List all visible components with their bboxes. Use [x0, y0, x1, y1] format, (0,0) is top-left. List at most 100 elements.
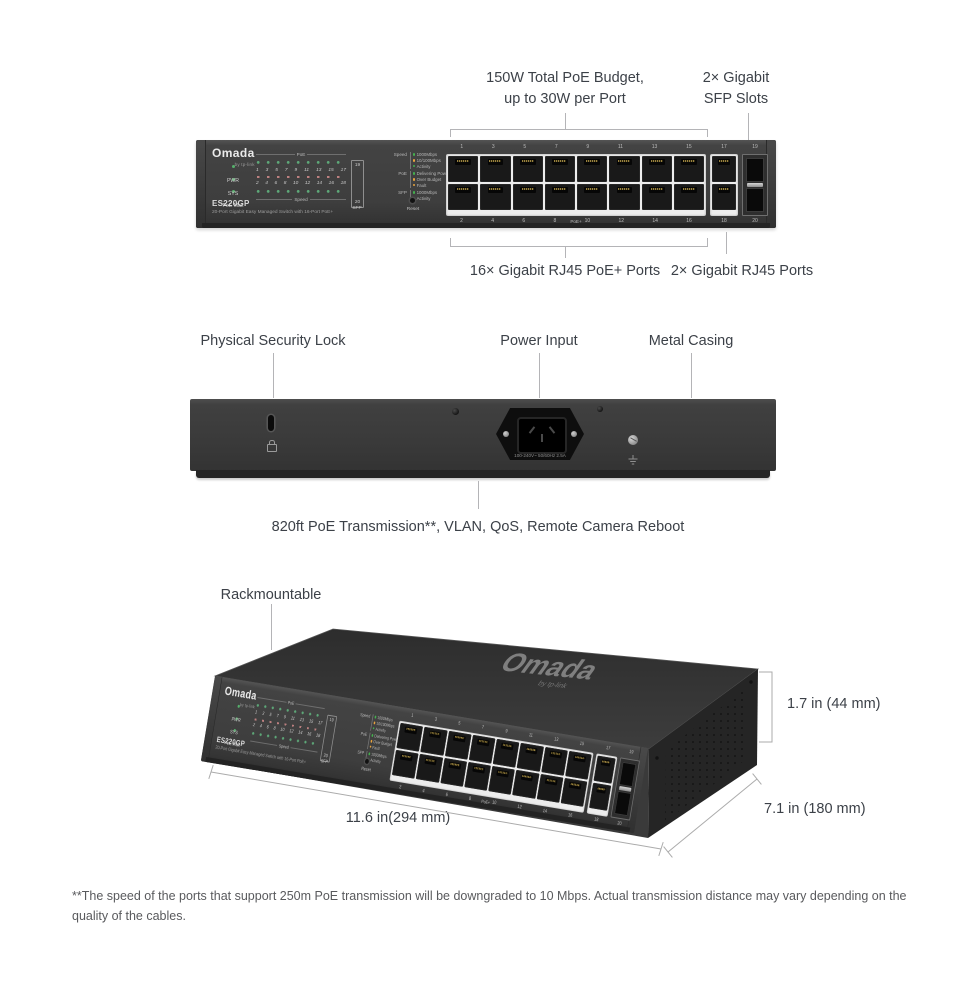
kensington-lock-slot: [268, 415, 274, 431]
status-led-label: PoE Max: [222, 203, 244, 209]
port-number: 11: [528, 732, 534, 739]
legend-item-label: Activity: [369, 757, 382, 765]
poe-plus-marking: PoE+: [570, 218, 582, 224]
model-name: ES220GP: [212, 199, 250, 208]
rj45-port[interactable]: [540, 746, 568, 776]
callout-line: [691, 353, 692, 398]
sfp-slot-20[interactable]: [614, 790, 632, 817]
rj45-port[interactable]: [512, 769, 540, 799]
ground-symbol-icon: [628, 455, 638, 465]
rj45-port[interactable]: [480, 156, 511, 182]
rj45-port[interactable]: [444, 730, 472, 760]
legend-led-dot: [412, 164, 416, 168]
rj45-port[interactable]: [512, 184, 543, 210]
led-dot: [231, 165, 235, 168]
rj45-port[interactable]: [589, 782, 612, 811]
lock-icon: [267, 440, 277, 452]
matrix-number: 12: [288, 728, 294, 735]
rj45-port[interactable]: [448, 156, 479, 182]
screw: [749, 680, 753, 684]
rj45-port[interactable]: [492, 738, 520, 768]
legend-item-label: Fault: [372, 744, 381, 751]
port-number: 9: [586, 144, 590, 150]
rack-ear: [196, 140, 206, 228]
matrix-number: 11: [304, 167, 310, 173]
poe-budget-line1: 150W Total PoE Budget,: [486, 70, 644, 86]
rj45-port[interactable]: [712, 184, 736, 210]
screw: [452, 408, 459, 415]
rj45-port[interactable]: [512, 156, 543, 182]
status-led-label: PWR: [226, 178, 240, 184]
rj45-port[interactable]: [609, 184, 640, 210]
brand-logo: Omada by tp-link: [212, 147, 255, 170]
port19-number: 19: [752, 144, 758, 150]
rj45-port[interactable]: [609, 156, 640, 182]
screw: [655, 756, 659, 760]
inlet-pin: [541, 434, 543, 442]
legend-item: 1000Mbps: [412, 190, 437, 195]
legend-led-dot: [412, 183, 416, 187]
port19-led-label: 19: [329, 717, 334, 724]
rj45-port[interactable]: [396, 722, 424, 752]
port17-number: 17: [721, 144, 727, 150]
port-number: 1: [410, 712, 414, 719]
rj45-port[interactable]: [544, 156, 575, 182]
port20-number: 20: [752, 218, 758, 224]
legend-title: SFP: [357, 749, 365, 756]
rj45-port[interactable]: [480, 184, 511, 210]
reset-button[interactable]: [410, 198, 415, 203]
rj45-port[interactable]: [391, 749, 419, 779]
matrix-number: 2: [252, 722, 256, 728]
rj45-port[interactable]: [593, 755, 616, 784]
security-lock-callout: Physical Security Lock: [200, 333, 346, 349]
sfp-slot-20[interactable]: [746, 188, 764, 212]
callout-bracket-end: [450, 129, 451, 137]
sfp-latch: [747, 183, 763, 187]
rj45-port[interactable]: [577, 184, 608, 210]
rj45-port[interactable]: [560, 777, 588, 807]
legend-item-label: 10/100Mbps: [416, 157, 441, 163]
matrix-number: 8: [283, 180, 287, 186]
rj45-port[interactable]: [468, 734, 496, 764]
vent-holes: [665, 688, 746, 822]
rj45-port[interactable]: [564, 750, 592, 780]
rj45-port[interactable]: [536, 773, 564, 803]
matrix-number: 10: [280, 727, 285, 733]
rj45-port[interactable]: [415, 753, 443, 783]
port17-number: 17: [605, 745, 611, 752]
rj45-port[interactable]: [641, 156, 672, 182]
rj45-port[interactable]: [488, 765, 516, 795]
sfp-slot-19[interactable]: [746, 158, 764, 182]
rj45-port[interactable]: [673, 156, 704, 182]
led-row: [256, 159, 346, 165]
reset-label: Reset: [360, 766, 371, 774]
rj45-port-block: [446, 154, 706, 216]
screw: [571, 431, 577, 437]
rj45-port[interactable]: [641, 184, 672, 210]
matrix-number: 5: [275, 167, 278, 173]
rj45-port[interactable]: [577, 156, 608, 182]
rj45-poe-callout: 16× Gigabit RJ45 PoE+ Ports: [469, 263, 661, 279]
sfp-slot-19[interactable]: [618, 761, 637, 788]
port-number: 4: [491, 218, 495, 224]
status-led-label: SYS: [227, 190, 239, 197]
rj45-port[interactable]: [440, 757, 467, 787]
screw: [503, 431, 509, 437]
rj45-port[interactable]: [464, 761, 491, 791]
matrix-number: 5: [268, 712, 272, 718]
port-number: 15: [686, 144, 692, 150]
port-number: 12: [618, 218, 625, 224]
rj45-port[interactable]: [673, 184, 704, 210]
matrix-number: 6: [266, 724, 270, 731]
legend-title: SFP: [398, 190, 407, 196]
matrix-number: 18: [315, 733, 321, 739]
rj45-port[interactable]: [448, 184, 479, 210]
rj45-port[interactable]: [420, 726, 448, 756]
rj45-port[interactable]: [516, 742, 544, 772]
rj45-port[interactable]: [544, 184, 575, 210]
rj45-port[interactable]: [712, 156, 736, 182]
